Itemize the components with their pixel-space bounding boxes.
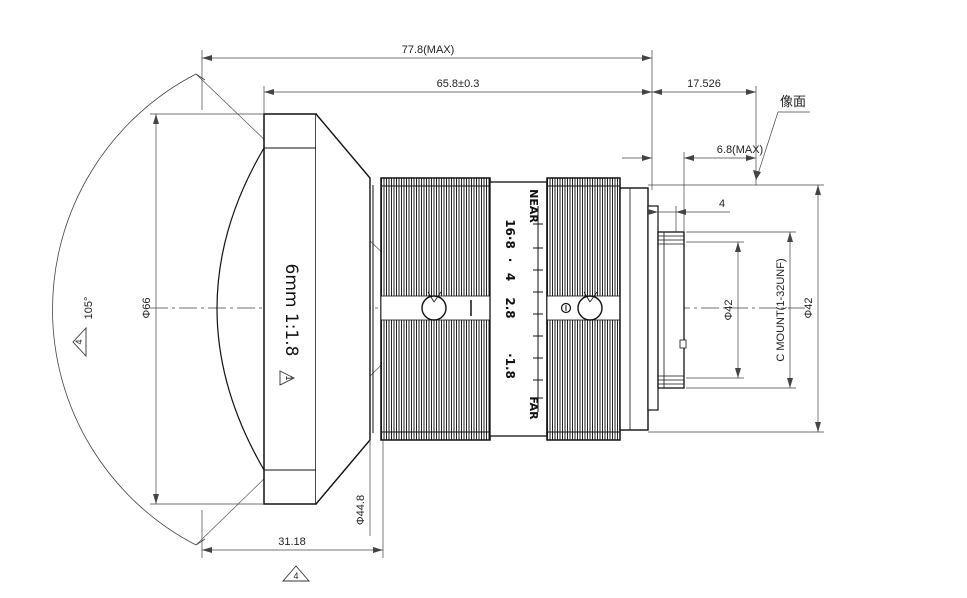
dim-thread-length: 4 (719, 198, 725, 210)
tolerance-note-triangle-left: 4 (72, 326, 87, 358)
aperture-mark-16-8: 16·8 (503, 219, 517, 249)
svg-text:4: 4 (293, 571, 298, 581)
aperture-mark-2-8: 2.8 (503, 297, 517, 318)
focus-near-label: NEAR (527, 189, 540, 223)
dim-overall-length: 77.8(MAX) (402, 44, 455, 56)
aperture-mark-1-8: ·1.8 (503, 353, 517, 379)
svg-text:4: 4 (74, 339, 84, 344)
dim-protrusion: 6.8(MAX) (717, 144, 763, 156)
rear-body (619, 187, 649, 431)
lens-marking: 6mm 1:1.8 (281, 264, 301, 357)
dim-body-length: 65.8±0.3 (437, 78, 480, 90)
dim-flange-back: 17.526 (687, 78, 721, 90)
image-plane-label: 像面 (780, 94, 806, 109)
aperture-mark-dot: · (503, 258, 517, 263)
front-glass-dome (216, 147, 265, 471)
tolerance-note-triangle-bottom: 4 (282, 565, 310, 582)
svg-text:1: 1 (284, 375, 294, 380)
dim-mount-type: C MOUNT(1-32UNF) (775, 258, 787, 361)
front-hood (263, 113, 317, 505)
field-angle-arc (52, 73, 197, 546)
dim-barrel-diameter: Φ44.8 (355, 495, 367, 525)
mount-thread (657, 231, 685, 389)
revision-note-triangle: 1 (279, 370, 296, 386)
dim-front-diameter: Φ66 (141, 297, 153, 318)
dim-front-length: 31.18 (278, 536, 306, 548)
dim-field-angle: 105° (83, 297, 95, 320)
aperture-lock-screw (577, 295, 603, 321)
aperture-mark-4: 4 (503, 273, 517, 281)
dim-thread-diameter: Φ42 (803, 297, 815, 318)
focus-lock-screw (421, 295, 447, 321)
dim-mount-diameter: Φ42 (723, 299, 735, 320)
front-cone (315, 113, 371, 505)
focus-far-label: FAR (527, 396, 540, 420)
